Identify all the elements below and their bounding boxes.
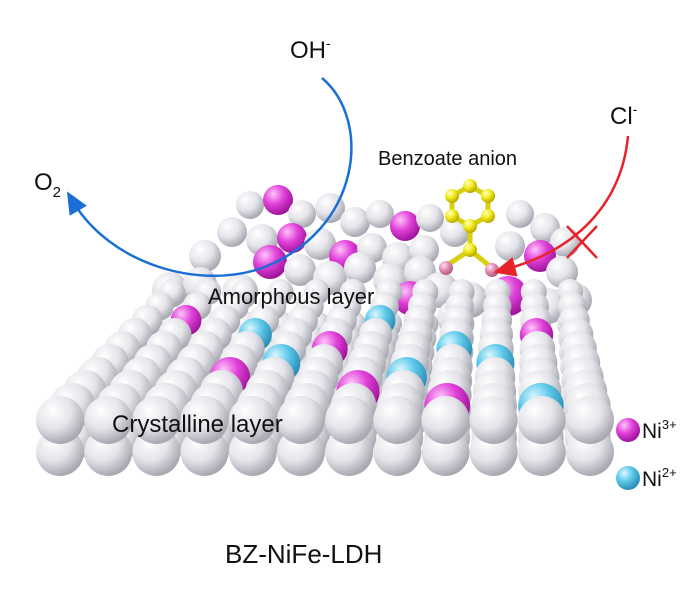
- benzoate-carbon-atom: [481, 189, 495, 203]
- oxygen-sphere: [315, 193, 345, 223]
- oxygen-sphere: [284, 254, 316, 286]
- benzoate-carbon-atom: [463, 243, 477, 257]
- ni3-sphere: [277, 223, 307, 253]
- oxygen-sphere: [189, 240, 221, 272]
- oxygen-sphere: [416, 204, 444, 232]
- ni2-swatch: [616, 466, 640, 490]
- cross-mark-icon: [566, 225, 598, 259]
- benzoate-carbon-atom: [445, 189, 459, 203]
- material-title: BZ-NiFe-LDH: [225, 539, 382, 569]
- benzoate-carbon-atom: [481, 209, 495, 223]
- benzoate-oxygen-atom: [485, 263, 499, 277]
- benzoate-anion-label: Benzoate anion: [378, 148, 517, 170]
- crystalline-layer-spheres: [36, 279, 614, 476]
- benzoate-carbon-atom: [463, 179, 477, 193]
- oxygen-sphere: [288, 200, 316, 228]
- oxygen-sphere: [36, 396, 84, 444]
- benzoate-molecule: [439, 179, 499, 277]
- oxygen-sphere: [325, 396, 374, 444]
- legend-item-ni2: Ni2+: [616, 465, 677, 491]
- benzoate-oxygen-atom: [439, 261, 453, 275]
- oxygen-sphere: [373, 396, 422, 444]
- oxygen-sphere: [84, 396, 133, 444]
- oxygen-sphere: [506, 200, 534, 228]
- ni3-swatch: [616, 418, 640, 442]
- legend-item-ni3: Ni3+: [616, 417, 677, 443]
- oxygen-sphere: [180, 396, 229, 444]
- ni3-sphere: [253, 245, 287, 279]
- amorphous-layer-label: Amorphous layer: [208, 284, 374, 309]
- oxygen-sphere: [340, 207, 370, 237]
- hydroxide-label: OH-: [290, 35, 331, 64]
- oxygen-sphere: [495, 231, 525, 261]
- oxygen-sphere: [469, 396, 518, 444]
- oxygen-sphere: [566, 396, 614, 444]
- oxygen-sphere: [344, 252, 376, 284]
- oxygen-sphere: [366, 200, 394, 228]
- benzoate-carbon-atom: [463, 219, 477, 233]
- ni3-sphere: [263, 185, 293, 215]
- svg-text:Ni2+: Ni2+: [642, 465, 677, 491]
- ni3-sphere: [390, 211, 420, 241]
- oxygen-sphere: [228, 396, 277, 444]
- oxygen-sphere: [421, 396, 470, 444]
- oxygen-sphere: [517, 396, 566, 444]
- legend: Ni3+ Ni2+: [616, 417, 677, 491]
- oxygen-sphere: [217, 217, 247, 247]
- chloride-label: Cl-: [610, 101, 638, 130]
- oh-to-o2-arrow: [66, 77, 353, 278]
- oxygen-sphere: [236, 191, 264, 219]
- oxygen-sphere: [276, 396, 325, 444]
- cl-arrow: [493, 135, 630, 277]
- crystalline-layer-label: Crystalline layer: [112, 411, 283, 438]
- oxygen-label: O2: [34, 169, 61, 201]
- svg-text:Ni3+: Ni3+: [642, 417, 677, 443]
- benzoate-carbon-atom: [445, 209, 459, 223]
- oxygen-sphere: [132, 396, 181, 444]
